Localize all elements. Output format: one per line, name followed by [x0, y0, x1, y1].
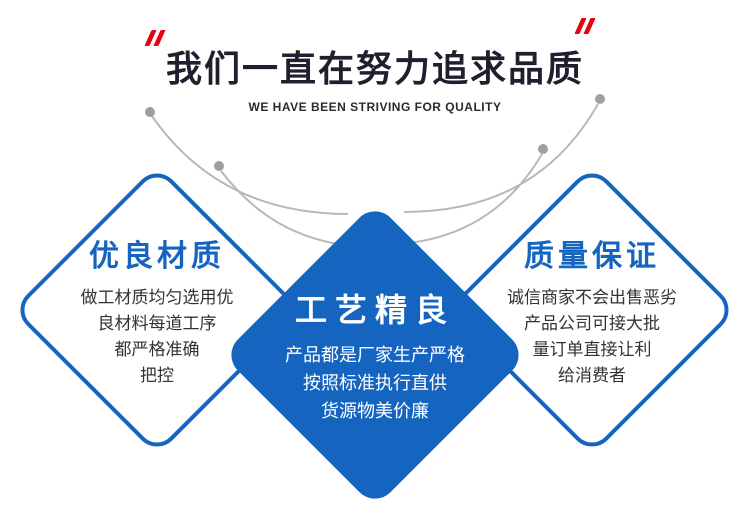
diamond-text-line: 按照标准执行直供	[303, 373, 447, 393]
diamond-material-content: 优良材质 做工材质均匀选用优 良材料每道工序 都严格准确 把控	[58, 211, 256, 409]
diamond-title: 质量保证	[524, 240, 660, 273]
diamond-text-line: 量订单直接让利	[532, 340, 652, 359]
diamond-quality-content: 质量保证 诚信商家不会出售恶劣 产品公司可接大批 量订单直接让利 给消费者	[493, 211, 691, 409]
quote-mark-icon	[574, 18, 596, 34]
diamond-text-line: 货源物美价廉	[321, 401, 429, 421]
diamond-text-line: 产品都是厂家生产严格	[285, 345, 465, 365]
curve-right-outer	[403, 103, 599, 213]
diamond-text-line: 给消费者	[558, 366, 626, 385]
quote-mark-icon	[144, 30, 166, 46]
header: 我们一直在努力追求品质 WE HAVE BEEN STRIVING FOR QU…	[0, 0, 750, 114]
diamond-text-line: 产品公司可接大批	[524, 314, 660, 333]
decor-dot	[538, 144, 548, 154]
decor-dot	[595, 94, 605, 104]
page-title: 我们一直在努力追求品质	[165, 48, 584, 89]
diamond-text-line: 良材料每道工序	[97, 314, 217, 333]
diamond-text-line: 都严格准确	[114, 340, 200, 359]
curve-right-inner	[397, 153, 543, 245]
decor-dot	[145, 107, 155, 117]
diamond-text-line: 把控	[140, 366, 174, 385]
diamond-text-line: 诚信商家不会出售恶劣	[507, 288, 677, 307]
diamond-title: 工艺精良	[294, 292, 455, 328]
diamond-craft-content: 工艺精良 产品都是厂家生产严格 按照标准执行直供 货源物美价廉	[267, 247, 483, 463]
diamond-title: 优良材质	[89, 240, 225, 273]
decor-dot	[214, 161, 224, 171]
diamond-text-line: 做工材质均匀选用优	[80, 288, 234, 307]
page-subtitle: WE HAVE BEEN STRIVING FOR QUALITY	[248, 100, 502, 114]
diamond-craft: 工艺精良 产品都是厂家生产严格 按照标准执行直供 货源物美价廉	[222, 202, 528, 508]
